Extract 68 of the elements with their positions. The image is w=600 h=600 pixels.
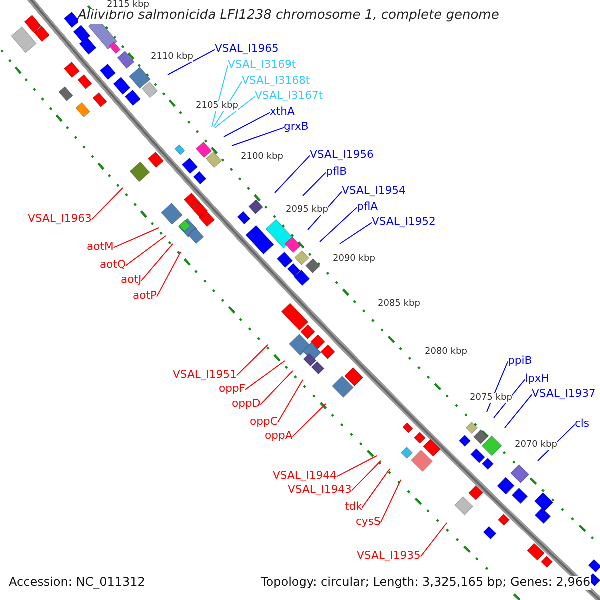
- gene-label: VSAL_I1944: [273, 470, 337, 482]
- leader-line: [126, 236, 166, 266]
- gene-label: pflB: [326, 166, 348, 178]
- leader-line: [292, 404, 326, 438]
- gene-label: VSAL_I1951: [173, 369, 237, 382]
- footer-note: Topology: circular; Length: 3,325,165 bp; Genes: 2,966: [261, 576, 591, 590]
- gene-label: aotM: [87, 241, 114, 254]
- leader-line: [168, 49, 216, 76]
- gene-label: VSAL_I1963: [28, 213, 92, 226]
- gene-label: cysS: [356, 516, 381, 528]
- leader-line: [214, 96, 256, 128]
- leader-line: [274, 155, 310, 194]
- leader-line: [260, 370, 294, 406]
- gene-label: oppD: [232, 398, 261, 410]
- leader-line: [336, 456, 378, 478]
- footer-note: Accession: NC_011312: [9, 576, 146, 590]
- gene-label: oppC: [250, 416, 278, 428]
- leader-line: [141, 244, 174, 282]
- gene-label: VSAL_I1965: [215, 43, 279, 56]
- leader-line: [420, 522, 448, 558]
- gene-label: VSAL_I3169t: [228, 59, 296, 72]
- leader-line: [362, 468, 390, 508]
- gene-label: VSAL_I3167t: [255, 90, 324, 102]
- tick-label: 2105 kbp: [196, 101, 238, 112]
- tick-label: 2100 kbp: [241, 152, 284, 162]
- gene-label: VSAL_I1952: [372, 216, 436, 228]
- gene-label: VSAL_I1956: [310, 149, 374, 162]
- gene-label: xthA: [270, 106, 295, 118]
- gene-label: oppA: [265, 430, 293, 442]
- leader-line: [351, 460, 382, 492]
- gene-label: aotP: [133, 290, 157, 302]
- tick-label: 2115 kbp: [107, 0, 150, 10]
- leader-line: [232, 127, 284, 146]
- tick-label: 2075 kbp: [470, 393, 512, 404]
- gene-label: VSAL_I1943: [288, 484, 352, 496]
- leader-line: [156, 252, 182, 298]
- tick-label: 2085 kbp: [378, 299, 420, 310]
- leader-line: [320, 207, 358, 242]
- leader-line: [224, 112, 270, 138]
- tick-label: 2070 kbp: [515, 440, 558, 450]
- gene-label: lpxH: [525, 373, 550, 386]
- gene-label: tdk: [345, 501, 362, 514]
- gene-label: aotJ: [121, 274, 142, 286]
- tick-label: 2095 kbp: [286, 205, 328, 216]
- gene-label: ppiB: [508, 355, 532, 368]
- gene-label: pflA: [357, 201, 378, 214]
- gene-label: VSAL_I3168t: [242, 75, 310, 88]
- gene-label: grxB: [284, 121, 309, 134]
- leader-line: [380, 480, 402, 524]
- leader-line: [113, 228, 160, 248]
- leader-line: [494, 379, 526, 418]
- tick-label: 2090 kbp: [333, 254, 376, 264]
- gene-label: VSAL_I1935: [357, 550, 421, 562]
- gene-label: oppF: [219, 383, 246, 396]
- gene-label: VSAL_I1937: [532, 388, 596, 400]
- tick-label: 2080 kbp: [425, 347, 468, 358]
- leader-line: [245, 360, 286, 390]
- leader-line: [236, 344, 268, 376]
- leader-line: [277, 380, 304, 424]
- gene-label: cls: [575, 418, 590, 430]
- leader-line: [91, 188, 124, 220]
- leader-line: [302, 172, 326, 196]
- leader-line: [504, 394, 532, 428]
- leader-line: [340, 222, 372, 244]
- gene-label: aotQ: [100, 259, 126, 272]
- gene-label: VSAL_I1954: [342, 185, 406, 198]
- tick-label: 2110 kbp: [151, 52, 194, 62]
- map-title: Aliivibrio salmonicida LFI1238 chromosome 1, complete genome: [78, 9, 500, 24]
